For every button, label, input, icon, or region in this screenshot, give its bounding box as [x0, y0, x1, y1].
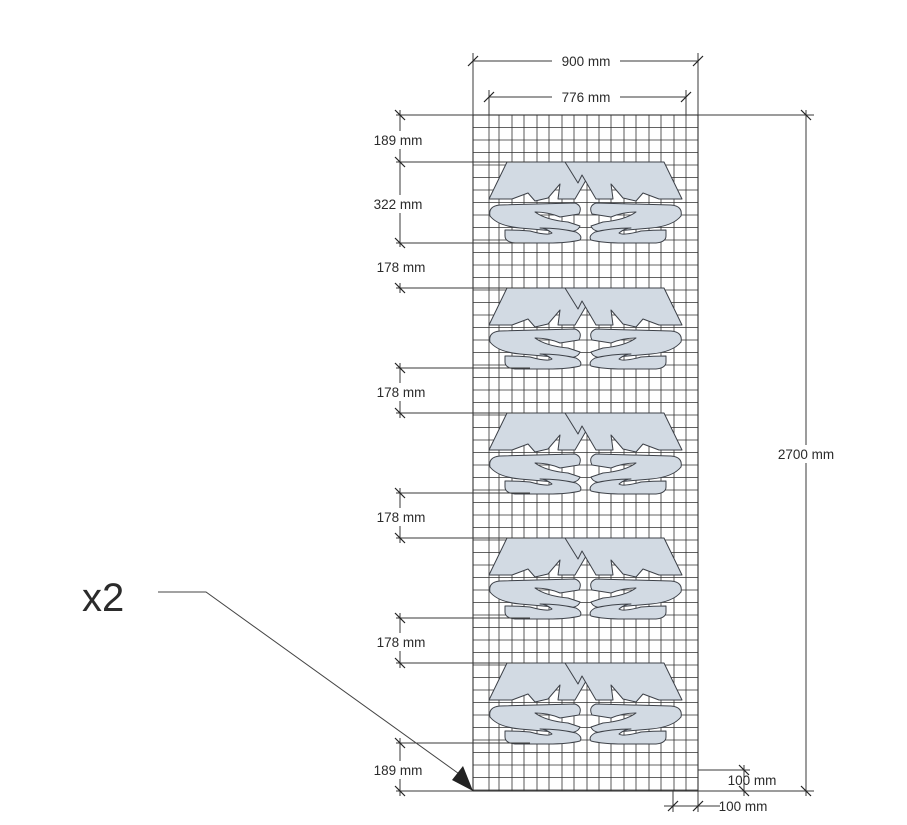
mp-motif — [488, 662, 683, 745]
motif-piece-mid-left — [489, 453, 581, 484]
motif-piece-low-right — [589, 603, 667, 620]
motif-piece-low-left — [504, 227, 582, 244]
pattern-width-label: 776 mm — [562, 90, 611, 105]
top-margin-label: 189 mm — [374, 133, 423, 148]
dim-overall-height: 2700 mm — [698, 109, 842, 797]
mp-motif — [488, 412, 683, 495]
motif-piece-upper-right — [564, 412, 683, 453]
motif-piece-low-left — [504, 728, 582, 745]
overall-width-label: 900 mm — [562, 54, 611, 69]
motif-piece-low-right — [589, 227, 667, 244]
gap-3-label: 178 mm — [377, 510, 426, 525]
motif-piece-mid-right — [590, 202, 682, 233]
motif-column — [488, 161, 683, 745]
motif-piece-low-left — [504, 353, 582, 370]
leader-arrowhead — [452, 766, 473, 791]
motif-piece-upper-right — [564, 662, 683, 703]
motif-piece-mid-right — [590, 328, 682, 359]
gap-1-label: 178 mm — [377, 260, 426, 275]
mp-motif — [488, 537, 683, 620]
motif-piece-low-right — [589, 353, 667, 370]
gap-2-label: 178 mm — [377, 385, 426, 400]
mp-motif — [488, 287, 683, 370]
dim-side-offsets: 100 mm 100 mm — [664, 764, 777, 814]
motif-piece-upper-right — [564, 537, 683, 578]
quantity-callout: x2 — [82, 576, 473, 791]
motif-piece-low-right — [589, 478, 667, 495]
motif-piece-upper-right — [564, 287, 683, 328]
motif-piece-mid-right — [590, 703, 682, 734]
dim-overall-width: 900 mm — [467, 52, 704, 115]
dim-left-chain: 189 mm 322 mm 178 mm 178 mm 178 mm 178 m… — [366, 109, 530, 797]
motif-height-label: 322 mm — [374, 197, 423, 212]
motif-piece-low-left — [504, 478, 582, 495]
dim-pattern-width: 776 mm — [483, 88, 692, 115]
side-offset-2-label: 100 mm — [719, 799, 768, 814]
mp-motif — [488, 161, 683, 244]
gap-4-label: 178 mm — [377, 635, 426, 650]
motif-piece-upper-right — [564, 161, 683, 202]
motif-piece-mid-left — [489, 202, 581, 233]
motif-piece-low-left — [504, 603, 582, 620]
motif-piece-low-right — [589, 728, 667, 745]
multiplier-label: x2 — [82, 576, 124, 620]
motif-piece-mid-left — [489, 703, 581, 734]
bottom-margin-label: 189 mm — [374, 763, 423, 778]
motif-piece-mid-right — [590, 453, 682, 484]
motif-piece-mid-left — [489, 328, 581, 359]
motif-piece-mid-left — [489, 578, 581, 609]
motif-piece-mid-right — [590, 578, 682, 609]
side-offset-1-label: 100 mm — [728, 773, 777, 788]
overall-height-label: 2700 mm — [778, 447, 834, 462]
